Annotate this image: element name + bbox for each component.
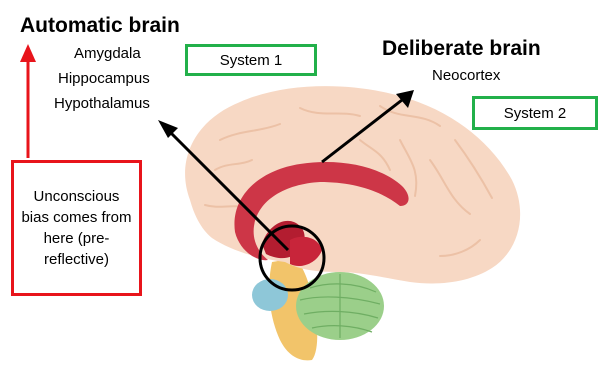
system-2-label: System 2: [504, 105, 567, 122]
system-2-box: System 2: [472, 96, 598, 130]
unconscious-bias-box: Unconscious bias comes from here (pre-re…: [11, 160, 142, 296]
pons: [252, 279, 288, 311]
red-up-arrow: [20, 44, 36, 158]
unconscious-bias-text: Unconscious bias comes from here (pre-re…: [20, 186, 133, 270]
region-hippocampus: Hippocampus: [58, 69, 150, 89]
system-1-label: System 1: [220, 52, 283, 69]
region-hypothalamus: Hypothalamus: [54, 94, 150, 114]
automatic-brain-title: Automatic brain: [20, 14, 180, 38]
region-amygdala: Amygdala: [74, 44, 141, 64]
region-neocortex: Neocortex: [432, 66, 500, 86]
deliberate-brain-title: Deliberate brain: [382, 37, 541, 61]
system-1-box: System 1: [185, 44, 317, 76]
